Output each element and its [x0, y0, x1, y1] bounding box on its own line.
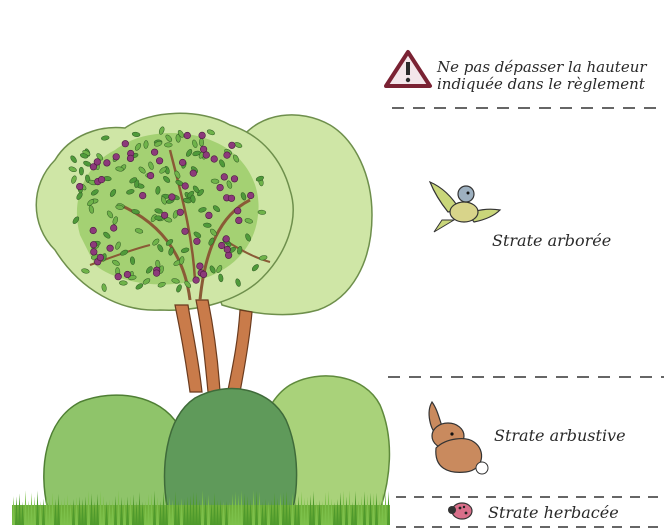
shrub-middle — [165, 389, 297, 512]
bird-icon — [430, 182, 500, 232]
fruit-tree — [36, 113, 293, 392]
strate-herbacee-label: Strate herbacée — [488, 503, 619, 522]
ladybug-icon — [448, 503, 472, 519]
warning-triangle-icon — [386, 52, 430, 86]
warning-header: Ne pas dépasser la hauteur indiquée dans… — [386, 52, 647, 93]
strate-arboree-label: Strate arborée — [492, 231, 611, 250]
shrubs — [44, 376, 390, 512]
strate-arbustive-label: Strate arbustive — [494, 426, 626, 445]
warning-text-line1: Ne pas dépasser la hauteur — [436, 58, 647, 76]
warning-text-line2: indiquée dans le règlement — [437, 75, 646, 93]
rabbit-icon — [429, 402, 488, 474]
